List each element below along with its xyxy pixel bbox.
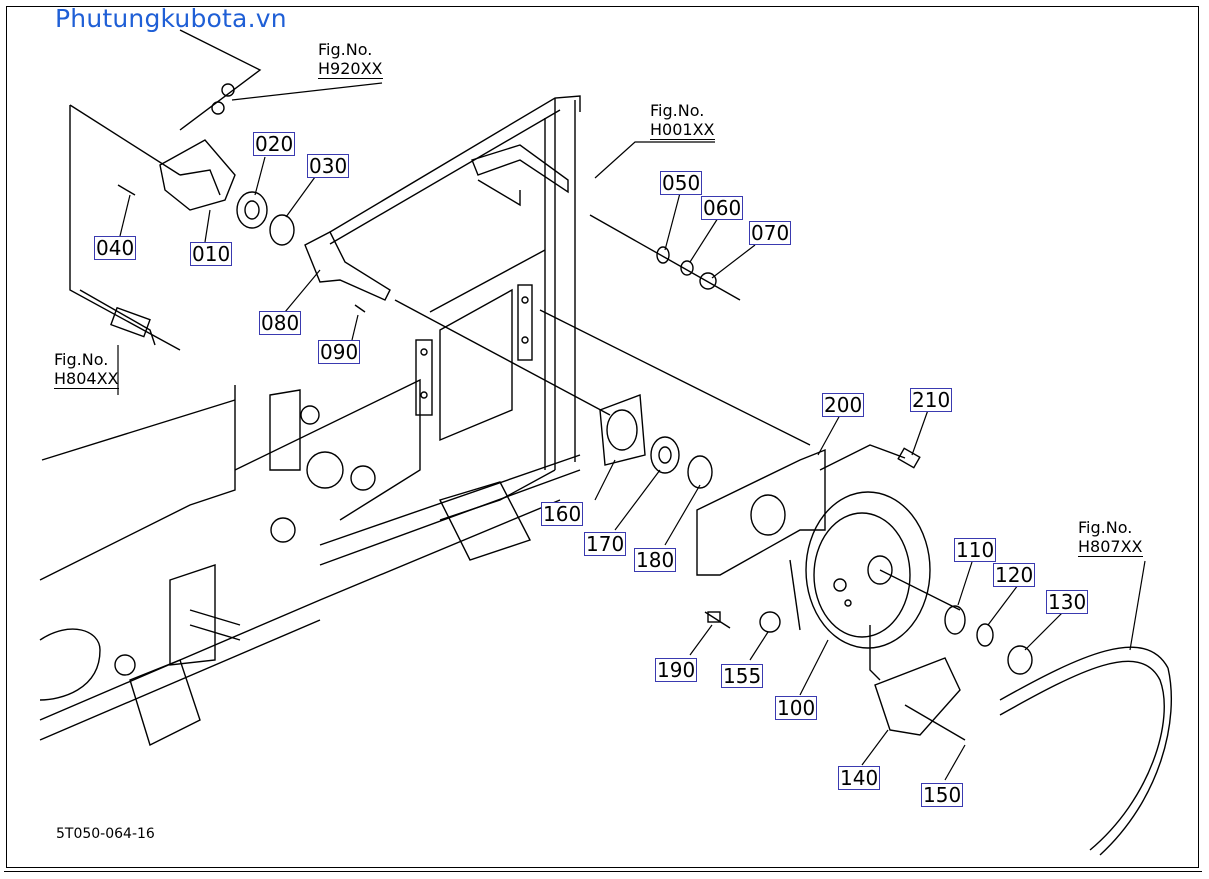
part-label-020[interactable]: 020 xyxy=(253,132,296,156)
fig-ref-prefix: Fig.No. xyxy=(1078,518,1133,537)
fig-ref-code: H807XX xyxy=(1078,537,1143,557)
part-label-160[interactable]: 160 xyxy=(541,502,584,526)
upper-left-bracket-outline xyxy=(69,29,262,351)
part-label-080[interactable]: 080 xyxy=(259,311,302,335)
watermark-text: Phutungkubota.vn xyxy=(55,4,287,33)
part-label-040[interactable]: 040 xyxy=(94,236,137,260)
part-label-140[interactable]: 140 xyxy=(838,766,881,790)
lower-chassis-outline xyxy=(39,378,581,746)
part-label-170[interactable]: 170 xyxy=(584,532,627,556)
part-label-010[interactable]: 010 xyxy=(190,242,233,266)
part-label-155[interactable]: 155 xyxy=(721,664,764,688)
fig-ref-prefix: Fig.No. xyxy=(54,350,109,369)
part-label-200[interactable]: 200 xyxy=(822,393,865,417)
drawing-code: 5T050-064-16 xyxy=(56,826,155,842)
part-label-190[interactable]: 190 xyxy=(655,658,698,682)
fig-ref-h920xx[interactable]: Fig.No. H920XX xyxy=(318,40,383,79)
part-label-150[interactable]: 150 xyxy=(921,783,964,807)
shaft-and-parts xyxy=(236,191,1172,856)
fig-ref-h001xx[interactable]: Fig.No. H001XX xyxy=(650,101,715,140)
bottom-rule xyxy=(4,871,1202,872)
fig-ref-h807xx[interactable]: Fig.No. H807XX xyxy=(1078,518,1143,557)
part-label-110[interactable]: 110 xyxy=(954,538,997,562)
drawing-frame xyxy=(6,6,1199,868)
part-label-120[interactable]: 120 xyxy=(993,563,1036,587)
fig-ref-prefix: Fig.No. xyxy=(318,40,373,59)
part-label-180[interactable]: 180 xyxy=(634,548,677,572)
part-label-210[interactable]: 210 xyxy=(910,388,953,412)
fig-ref-code: H920XX xyxy=(318,59,383,79)
fig-ref-prefix: Fig.No. xyxy=(650,101,705,120)
part-label-070[interactable]: 070 xyxy=(749,221,792,245)
part-label-100[interactable]: 100 xyxy=(775,696,818,720)
part-label-050[interactable]: 050 xyxy=(660,171,703,195)
frame-panel-outline xyxy=(329,95,581,521)
fig-ref-code: H804XX xyxy=(54,369,119,389)
leader-lines xyxy=(117,82,1146,781)
part-label-060[interactable]: 060 xyxy=(701,196,744,220)
fig-ref-code: H001XX xyxy=(650,120,715,140)
part-label-130[interactable]: 130 xyxy=(1046,590,1089,614)
fig-ref-h804xx[interactable]: Fig.No. H804XX xyxy=(54,350,119,389)
part-label-030[interactable]: 030 xyxy=(307,154,350,178)
part-label-090[interactable]: 090 xyxy=(318,340,361,364)
